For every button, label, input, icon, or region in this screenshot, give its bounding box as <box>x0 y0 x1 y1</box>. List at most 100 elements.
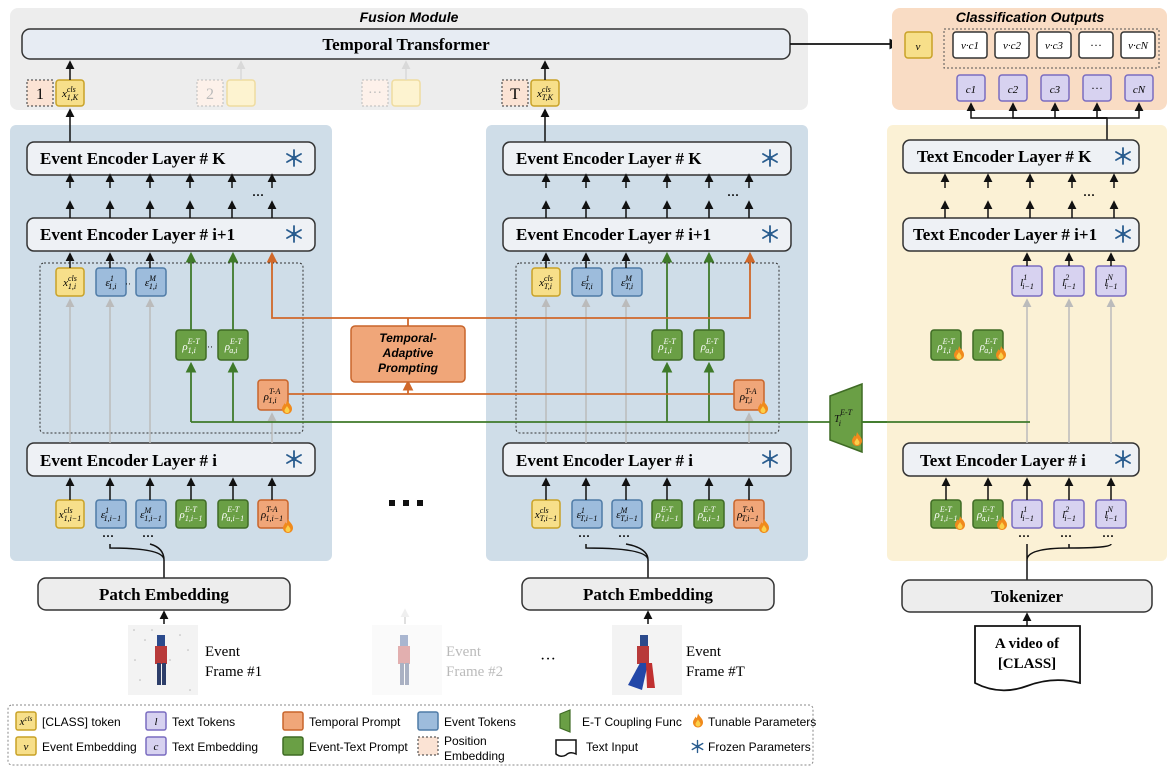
event-token-1 <box>95 267 127 297</box>
patch-embedding-T <box>521 577 775 611</box>
text-branch: Text Encoder Layer # K Text Encoder Laye… <box>862 102 1167 580</box>
text-encoder-layer-i1 <box>902 217 1140 252</box>
text-input-line1: A video of <box>995 636 1060 652</box>
patch-embedding-1 <box>37 577 291 611</box>
svg-text:ρE-T1,i: ρE-T1,i <box>181 337 200 355</box>
pos-embedding-1 <box>26 79 54 107</box>
text-encoder-layer-k <box>902 139 1140 174</box>
legend-tunable: Tunable Parameters <box>708 715 816 729</box>
event-layer-k-label-T: Event Encoder Layer # K <box>516 149 702 168</box>
class-embeddings: c1 c2 c3 ··· cN <box>956 74 1154 102</box>
legend-temporal-prompt: Temporal Prompt <box>309 715 401 729</box>
pos-label-ellipsis: ··· <box>368 86 382 101</box>
product-N: v·cN <box>1128 40 1149 52</box>
svg-text:···: ··· <box>618 529 630 543</box>
classification-title: Classification Outputs <box>956 9 1105 25</box>
tap-label-1: Temporal- <box>379 331 437 345</box>
event-frame-2: Event Frame #2 <box>372 608 503 695</box>
temporal-prompt-1 <box>257 379 289 411</box>
text-input-doc: A video of [CLASS] <box>974 625 1081 692</box>
svg-text:ε11,i: ε11,i <box>106 274 117 291</box>
event-layer-i1-label-T: Event Encoder Layer # i+1 <box>516 225 711 244</box>
svg-text:···: ··· <box>1083 188 1095 202</box>
legend-text-embedding: Text Embedding <box>172 740 258 754</box>
svg-text:···: ··· <box>727 188 739 202</box>
legend-event-tokens: Event Tokens <box>444 715 516 729</box>
frame1-label-line1: Event <box>205 644 241 660</box>
frame2-label-line2: Frame #2 <box>446 664 503 680</box>
product-3: v·c3 <box>1045 40 1064 52</box>
svg-text:···: ··· <box>102 529 114 543</box>
event-token-M <box>135 267 167 297</box>
event-layer-i-label-T: Event Encoder Layer # i <box>516 451 693 470</box>
pos-embedding-ellipsis <box>361 79 389 107</box>
event-encoder-layer-i-1 <box>26 442 316 477</box>
svg-text:ρE-T1,i−1: ρE-T1,i−1 <box>934 505 958 523</box>
class-2: c2 <box>1008 84 1019 96</box>
svg-text:ρT-A1,i: ρT-A1,i <box>263 387 281 405</box>
panel-ellipsis <box>389 500 423 506</box>
event-branch-frame-1: Event Encoder Layer # K Event Encoder La… <box>10 108 332 580</box>
legend-pos-embedding-2: Embedding <box>444 749 505 763</box>
svg-text:··: ·· <box>207 342 213 352</box>
frameT-label-line2: Frame #T <box>686 664 745 680</box>
fusion-module: Fusion Module Temporal Transformer 1 xcl… <box>10 8 808 110</box>
svg-text:···: ··· <box>1018 529 1030 543</box>
legend: xcls [CLASS] token v Event Embedding l T… <box>7 704 816 766</box>
frames-ellipsis: ··· <box>540 651 556 668</box>
event-encoder-layer-i1-T <box>502 217 792 252</box>
coupling-legend-icon <box>559 709 571 733</box>
svg-text:···: ··· <box>252 188 264 202</box>
product-cells: v·c1 v·c2 v·c3 ··· v·cN <box>952 31 1156 59</box>
frame1-label-line2: Frame #1 <box>205 664 262 680</box>
cls-token-out-2 <box>226 79 256 107</box>
svg-text:ρE-T1,i−1: ρE-T1,i−1 <box>655 505 679 523</box>
pos-label-T: T <box>510 86 520 103</box>
tokenizer <box>901 579 1153 613</box>
temporal-adaptive-prompting: Temporal- Adaptive Prompting <box>266 251 756 395</box>
pos-label-2: 2 <box>206 86 214 103</box>
product-ellipsis: ··· <box>1090 38 1102 52</box>
class-3: c3 <box>1050 84 1061 96</box>
svg-text:c: c <box>154 741 159 753</box>
legend-event-embedding: Event Embedding <box>42 740 137 754</box>
product-1: v·c1 <box>961 40 979 52</box>
svg-text:ρE-T1,i: ρE-T1,i <box>936 337 955 355</box>
pos-embedding-2 <box>196 79 224 107</box>
text-layer-k-label: Text Encoder Layer # K <box>917 147 1092 166</box>
legend-pos-embedding-1: Position <box>444 734 487 748</box>
class-ellipsis: ··· <box>1091 81 1103 95</box>
pos-label-1: 1 <box>36 86 44 103</box>
svg-text:ρE-Ta,i−1: ρE-Ta,i−1 <box>976 505 999 523</box>
event-frame-T: Event Frame #T <box>612 625 745 695</box>
legend-text-input: Text Input <box>586 740 639 754</box>
svg-text:ρE-T1,i−1: ρE-T1,i−1 <box>179 505 203 523</box>
legend-text-tokens: Text Tokens <box>172 715 235 729</box>
svg-text:εMT,i: εMT,i <box>621 274 633 291</box>
svg-text:ρE-T1,i: ρE-T1,i <box>657 337 676 355</box>
event-layer-k-label-1: Event Encoder Layer # K <box>40 149 226 168</box>
fusion-title: Fusion Module <box>360 9 459 25</box>
legend-coupling: E-T Coupling Func <box>582 715 682 729</box>
svg-text:···: ··· <box>1060 529 1072 543</box>
text-input-legend-icon <box>555 739 577 758</box>
frame2-label-line1: Event <box>446 644 482 660</box>
product-2: v·c2 <box>1003 40 1022 52</box>
cls-token-out-ellipsis <box>391 79 421 107</box>
class-N: cN <box>1133 84 1146 96</box>
classification-outputs: Classification Outputs v v·c1 v·c2 v·c3 … <box>892 8 1167 110</box>
pos-embedding-T <box>501 79 529 107</box>
svg-text:ρE-Ta,i−1: ρE-Ta,i−1 <box>221 505 244 523</box>
class-1: c1 <box>966 84 976 96</box>
svg-text:···: ··· <box>1102 529 1114 543</box>
svg-text:ρT-A1,i−1: ρT-A1,i−1 <box>260 505 283 523</box>
svg-text:ρE-Ta,i−1: ρE-Ta,i−1 <box>697 505 720 523</box>
legend-cls-token: [CLASS] token <box>42 715 121 729</box>
svg-text:ε1T,i: ε1T,i <box>581 274 592 291</box>
event-encoder-layer-k-1 <box>26 141 316 176</box>
svg-text:ρT-AT,i−1: ρT-AT,i−1 <box>736 505 759 523</box>
event-layer-i1-label-1: Event Encoder Layer # i+1 <box>40 225 235 244</box>
